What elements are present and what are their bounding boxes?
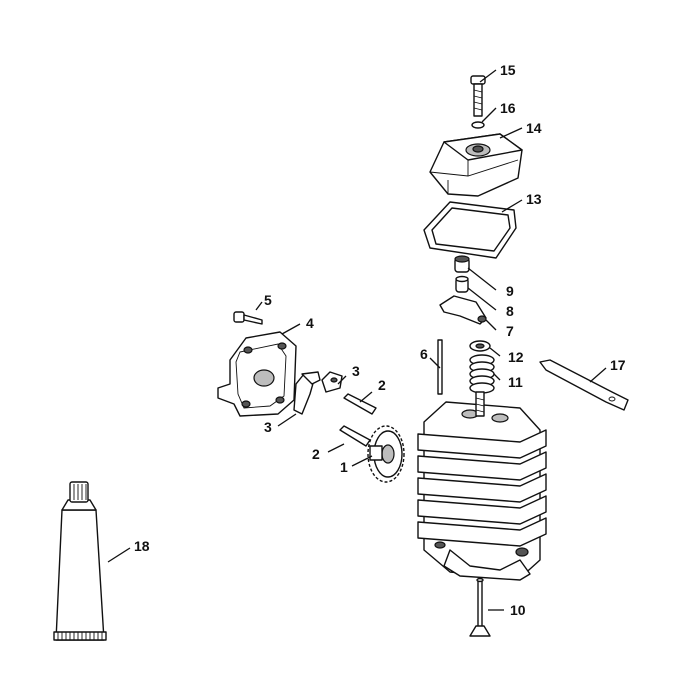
part-washer: [471, 121, 485, 129]
part-cam-follower-b: [321, 371, 343, 393]
part-shaft-upper: [343, 393, 377, 415]
part-cap: [454, 255, 470, 273]
callout-1: 1: [340, 459, 348, 475]
part-cam-follower-a: [293, 371, 321, 415]
part-cover-plate: [217, 331, 297, 417]
part-valve: [469, 577, 491, 637]
part-rocker-arm: [439, 295, 487, 325]
part-pin: [455, 275, 469, 293]
callout-17: 17: [610, 357, 626, 373]
callout-2-upper: 2: [378, 377, 386, 393]
part-screw: [470, 75, 486, 117]
part-screw-small: [233, 311, 263, 325]
callout-3-lower: 3: [264, 419, 272, 435]
part-shaft-lower: [339, 425, 371, 447]
callout-5: 5: [264, 292, 272, 308]
part-spring-retainer: [469, 340, 491, 352]
part-valve-spring: [469, 354, 495, 394]
part-grease-tube: [53, 481, 107, 641]
callout-18: 18: [134, 538, 150, 554]
callout-6: 6: [420, 346, 428, 362]
leader-lines: [107, 69, 607, 611]
part-cylinder: [417, 391, 547, 581]
callout-4: 4: [306, 315, 314, 331]
callout-2-lower: 2: [312, 446, 320, 462]
callout-7: 7: [506, 323, 514, 339]
callout-15: 15: [500, 62, 516, 78]
callout-11: 11: [508, 374, 523, 390]
part-push-rod: [437, 339, 443, 395]
part-valve-cover: [429, 133, 523, 197]
callout-8: 8: [506, 303, 514, 319]
callout-9: 9: [506, 283, 514, 299]
callout-13: 13: [526, 191, 542, 207]
callout-14: 14: [526, 120, 542, 136]
callout-labels: 15 16 14 13 9 8 7 6 12 11 17 10 5 4 3 2 …: [134, 62, 626, 618]
callout-16: 16: [500, 100, 516, 116]
part-gasket: [423, 201, 517, 259]
part-tool: [539, 359, 629, 411]
callout-3-upper: 3: [352, 363, 360, 379]
callout-10: 10: [510, 602, 526, 618]
callout-12: 12: [508, 349, 524, 365]
part-camshaft-gear: [367, 425, 405, 483]
